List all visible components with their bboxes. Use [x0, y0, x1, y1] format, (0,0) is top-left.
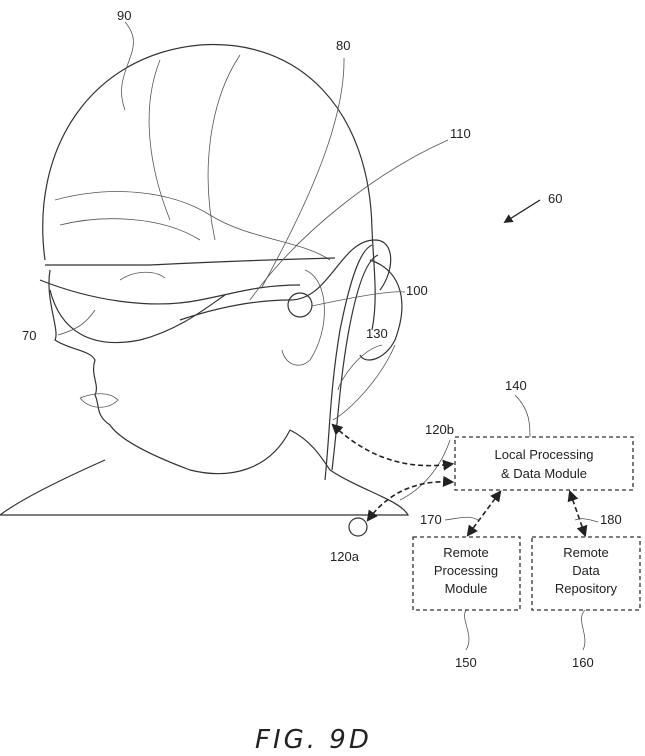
remote-proc-line3: Module — [445, 581, 488, 596]
ref-180: 180 — [600, 512, 622, 527]
local-module-line2: & Data Module — [501, 466, 587, 481]
remote-proc-line2: Processing — [434, 563, 498, 578]
ref-140: 140 — [505, 378, 527, 393]
ref-60: 60 — [548, 191, 562, 206]
ref-120a: 120a — [330, 549, 360, 564]
head-illustration — [0, 43, 410, 537]
figure-title: FIG. 9D — [255, 725, 372, 755]
leader-lines — [57, 21, 599, 651]
local-module-line1: Local Processing — [495, 447, 594, 462]
ref-150: 150 — [455, 655, 477, 670]
reference-numerals: 90 80 110 60 70 100 130 140 120b 170 180… — [22, 8, 622, 670]
remote-data-line2: Data — [572, 563, 600, 578]
remote-data-line3: Repository — [555, 581, 618, 596]
ref-130: 130 — [366, 326, 388, 341]
ref-120b: 120b — [425, 422, 454, 437]
ref-110: 110 — [450, 126, 471, 141]
ref-90: 90 — [117, 8, 131, 23]
local-processing-module: Local Processing & Data Module — [454, 436, 634, 491]
ref-100: 100 — [406, 283, 428, 298]
remote-proc-line1: Remote — [443, 545, 489, 560]
remote-data-line1: Remote — [563, 545, 609, 560]
ref-170: 170 — [420, 512, 442, 527]
ref-160: 160 — [572, 655, 594, 670]
ref-80: 80 — [336, 38, 350, 53]
remote-processing-module: Remote Processing Module — [412, 536, 521, 611]
ref-70: 70 — [22, 328, 36, 343]
remote-data-repository: Remote Data Repository — [531, 536, 641, 611]
connection-arrows — [331, 423, 588, 538]
